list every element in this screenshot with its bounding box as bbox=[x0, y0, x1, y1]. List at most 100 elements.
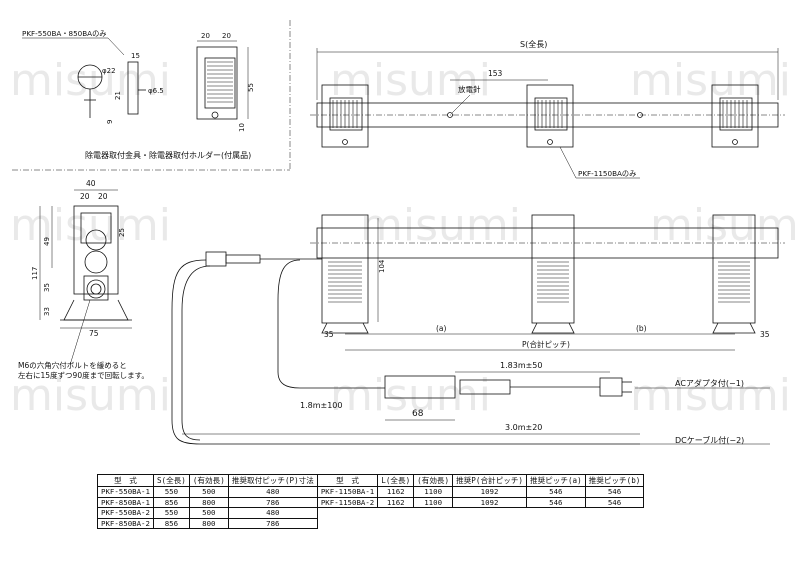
table-header: S(全長) bbox=[152, 474, 190, 487]
dim-35: 35 bbox=[324, 330, 334, 339]
table-cell bbox=[316, 518, 644, 529]
watermark-text: misumi bbox=[360, 200, 521, 251]
dim-9: 9 bbox=[106, 120, 114, 124]
bracket-caption: 除電器取付金具・除電器取付ホルダー(付属品) bbox=[85, 150, 251, 160]
table-cell: 546 bbox=[525, 486, 586, 498]
table-cell: 546 bbox=[584, 496, 645, 509]
dim-phi6-5: φ6.5 bbox=[148, 87, 164, 95]
bracket-detail: PKF-550BA・850BAのみ φ22 15 21 9 φ6.5 bbox=[12, 20, 291, 171]
dim-35: 35 bbox=[760, 330, 770, 339]
table-header: 推奨ピッチ(a) bbox=[525, 474, 586, 487]
dim-15: 15 bbox=[131, 52, 140, 60]
dim-20: 20 bbox=[98, 192, 108, 201]
dim-20: 20 bbox=[201, 32, 210, 40]
dim-75: 75 bbox=[89, 329, 99, 338]
table-cell: 550 bbox=[152, 486, 190, 498]
dim-40: 40 bbox=[86, 179, 96, 188]
dim-33: 33 bbox=[43, 307, 51, 316]
table-cell: 856 bbox=[152, 517, 190, 530]
table-cell: 1092 bbox=[452, 496, 527, 509]
label-b: (b) bbox=[636, 324, 647, 333]
watermark: misumi misumi misumi misumi misumi misum… bbox=[10, 55, 800, 421]
label-a: (a) bbox=[436, 324, 447, 333]
watermark-text: misumi bbox=[10, 370, 171, 421]
table-cell: 786 bbox=[227, 517, 318, 530]
table-cell: 546 bbox=[525, 496, 586, 509]
m6-note-line2: 左右に15度ずつ90度まで回転します。 bbox=[18, 370, 149, 380]
dim-117: 117 bbox=[31, 267, 39, 280]
watermark-text: misumi bbox=[330, 55, 491, 106]
table-cell: 786 bbox=[227, 496, 318, 509]
cables: 1.83m±50 1.8m±100 68 3.0m±20 ACアダプタ付(−1)… bbox=[171, 251, 770, 445]
dim-55: 55 bbox=[247, 83, 255, 92]
table-cell: 550 bbox=[152, 507, 190, 519]
table-cell: 800 bbox=[188, 517, 229, 530]
fin-pattern bbox=[328, 261, 750, 303]
dim-153: 153 bbox=[488, 69, 503, 78]
fin-pattern bbox=[329, 97, 753, 131]
table-header-row: 型 式 S(全長) (有効長) 推奨取付ピッチ(P)寸法 型 式 L(全長) (… bbox=[97, 474, 645, 487]
dim-10: 10 bbox=[238, 123, 246, 132]
table-cell: 1162 bbox=[377, 496, 415, 509]
watermark-text: misumi bbox=[630, 55, 791, 106]
table-row: PKF-850BA-1 856 800 786 PKF-1150BA-2 116… bbox=[97, 496, 645, 509]
top-view: S(全長) 153 bbox=[310, 39, 785, 179]
dim-20: 20 bbox=[80, 192, 90, 201]
table-header: (有効長) bbox=[413, 474, 454, 487]
watermark-text: misumi bbox=[10, 55, 171, 106]
table-cell: 546 bbox=[584, 486, 645, 498]
label-only-1150: PKF-1150BAのみ bbox=[578, 169, 636, 178]
dim-phi22: φ22 bbox=[102, 67, 116, 75]
table-cell: 480 bbox=[227, 507, 318, 519]
label-needle: 放電針 bbox=[458, 84, 481, 94]
dim-104: 104 bbox=[378, 259, 386, 273]
table-cell: 1162 bbox=[377, 486, 415, 498]
table-header: (有効長) bbox=[188, 474, 229, 487]
table-cell: 1100 bbox=[413, 486, 454, 498]
table-cell: 1100 bbox=[413, 496, 454, 509]
table-cell: PKF-850BA-2 bbox=[97, 517, 154, 530]
label-only-550-850: PKF-550BA・850BAのみ bbox=[22, 29, 106, 38]
m6-note-line1: M6の六角穴付ボルトを緩めると bbox=[18, 360, 127, 370]
table-header: 型 式 bbox=[316, 474, 379, 487]
watermark-text: misumi bbox=[650, 200, 800, 251]
watermark-text: misumi bbox=[10, 200, 171, 251]
table-header: 推奨ピッチ(b) bbox=[584, 474, 645, 487]
dim-1-8m: 1.8m±100 bbox=[300, 401, 343, 410]
dim-49: 49 bbox=[43, 237, 51, 246]
table-cell: PKF-550BA-1 bbox=[97, 486, 154, 498]
label-ac-adapter: ACアダプタ付(−1) bbox=[675, 378, 744, 388]
spec-table: 型 式 S(全長) (有効長) 推奨取付ピッチ(P)寸法 型 式 L(全長) (… bbox=[97, 474, 645, 530]
table-cell: 800 bbox=[188, 496, 229, 509]
dim-1-83m: 1.83m±50 bbox=[500, 361, 543, 370]
table-header: 推奨P(合計ピッチ) bbox=[452, 474, 527, 487]
table-cell: PKF-850BA-1 bbox=[97, 496, 154, 509]
dim-35: 35 bbox=[43, 283, 51, 292]
dim-20: 20 bbox=[222, 32, 231, 40]
table-cell: PKF-1150BA-2 bbox=[316, 496, 379, 509]
table-header: L(全長) bbox=[377, 474, 415, 487]
table-cell: 500 bbox=[188, 486, 229, 498]
dim-s-total: S(全長) bbox=[520, 39, 547, 49]
end-view: 40 20 20 25 49 117 35 33 75 M6の六角穴付ボルトを緩… bbox=[18, 179, 149, 380]
table-row: PKF-550BA-1 550 500 480 PKF-1150BA-1 116… bbox=[97, 486, 645, 498]
table-cell: 500 bbox=[188, 507, 229, 519]
table-cell: PKF-550BA-2 bbox=[97, 507, 154, 519]
label-dc-cable: DCケーブル付(−2) bbox=[675, 435, 744, 445]
dim-3-0m: 3.0m±20 bbox=[505, 423, 542, 432]
dim-21: 21 bbox=[114, 91, 122, 100]
table-row: PKF-550BA-2 550 500 480 bbox=[97, 507, 644, 519]
table-cell bbox=[316, 507, 644, 519]
dim-p-pitch: P(合計ピッチ) bbox=[522, 339, 570, 349]
table-cell: 856 bbox=[152, 496, 190, 509]
fin-pattern bbox=[207, 61, 233, 103]
watermark-text: misumi bbox=[630, 370, 791, 421]
table-cell: 480 bbox=[227, 486, 318, 498]
front-view: 104 35 35 (a) (b) P(合計ピッチ) bbox=[310, 214, 785, 351]
table-cell: PKF-1150BA-1 bbox=[316, 486, 379, 498]
table-header: 型 式 bbox=[97, 474, 154, 487]
dim-25: 25 bbox=[118, 228, 126, 237]
watermark-text: misumi bbox=[330, 370, 491, 421]
dim-68: 68 bbox=[412, 409, 424, 419]
